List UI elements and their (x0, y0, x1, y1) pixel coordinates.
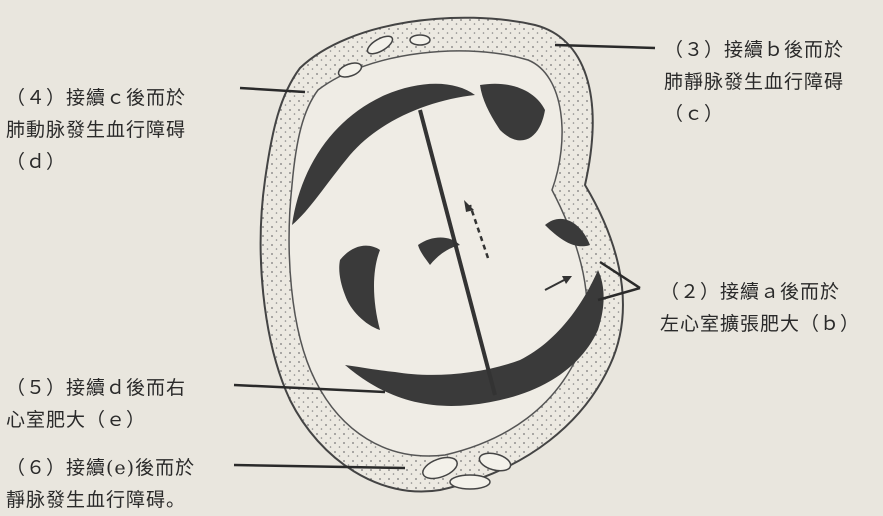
label-3: （３）接續ｂ後而於 肺靜脉發生血行障碍 （ｃ） (664, 34, 844, 130)
label-2: （２）接續ａ後而於 左心室擴張肥大（ｂ） (660, 276, 860, 340)
label-4: （４）接續ｃ後而於 肺動脉發生血行障碍 （ｄ） (6, 82, 186, 178)
label-5: （５）接續ｄ後而右 心室肥大（ｅ） (6, 372, 186, 436)
label-6: （６）接續(e)後而於 靜脉發生血行障碍。 (6, 452, 195, 516)
